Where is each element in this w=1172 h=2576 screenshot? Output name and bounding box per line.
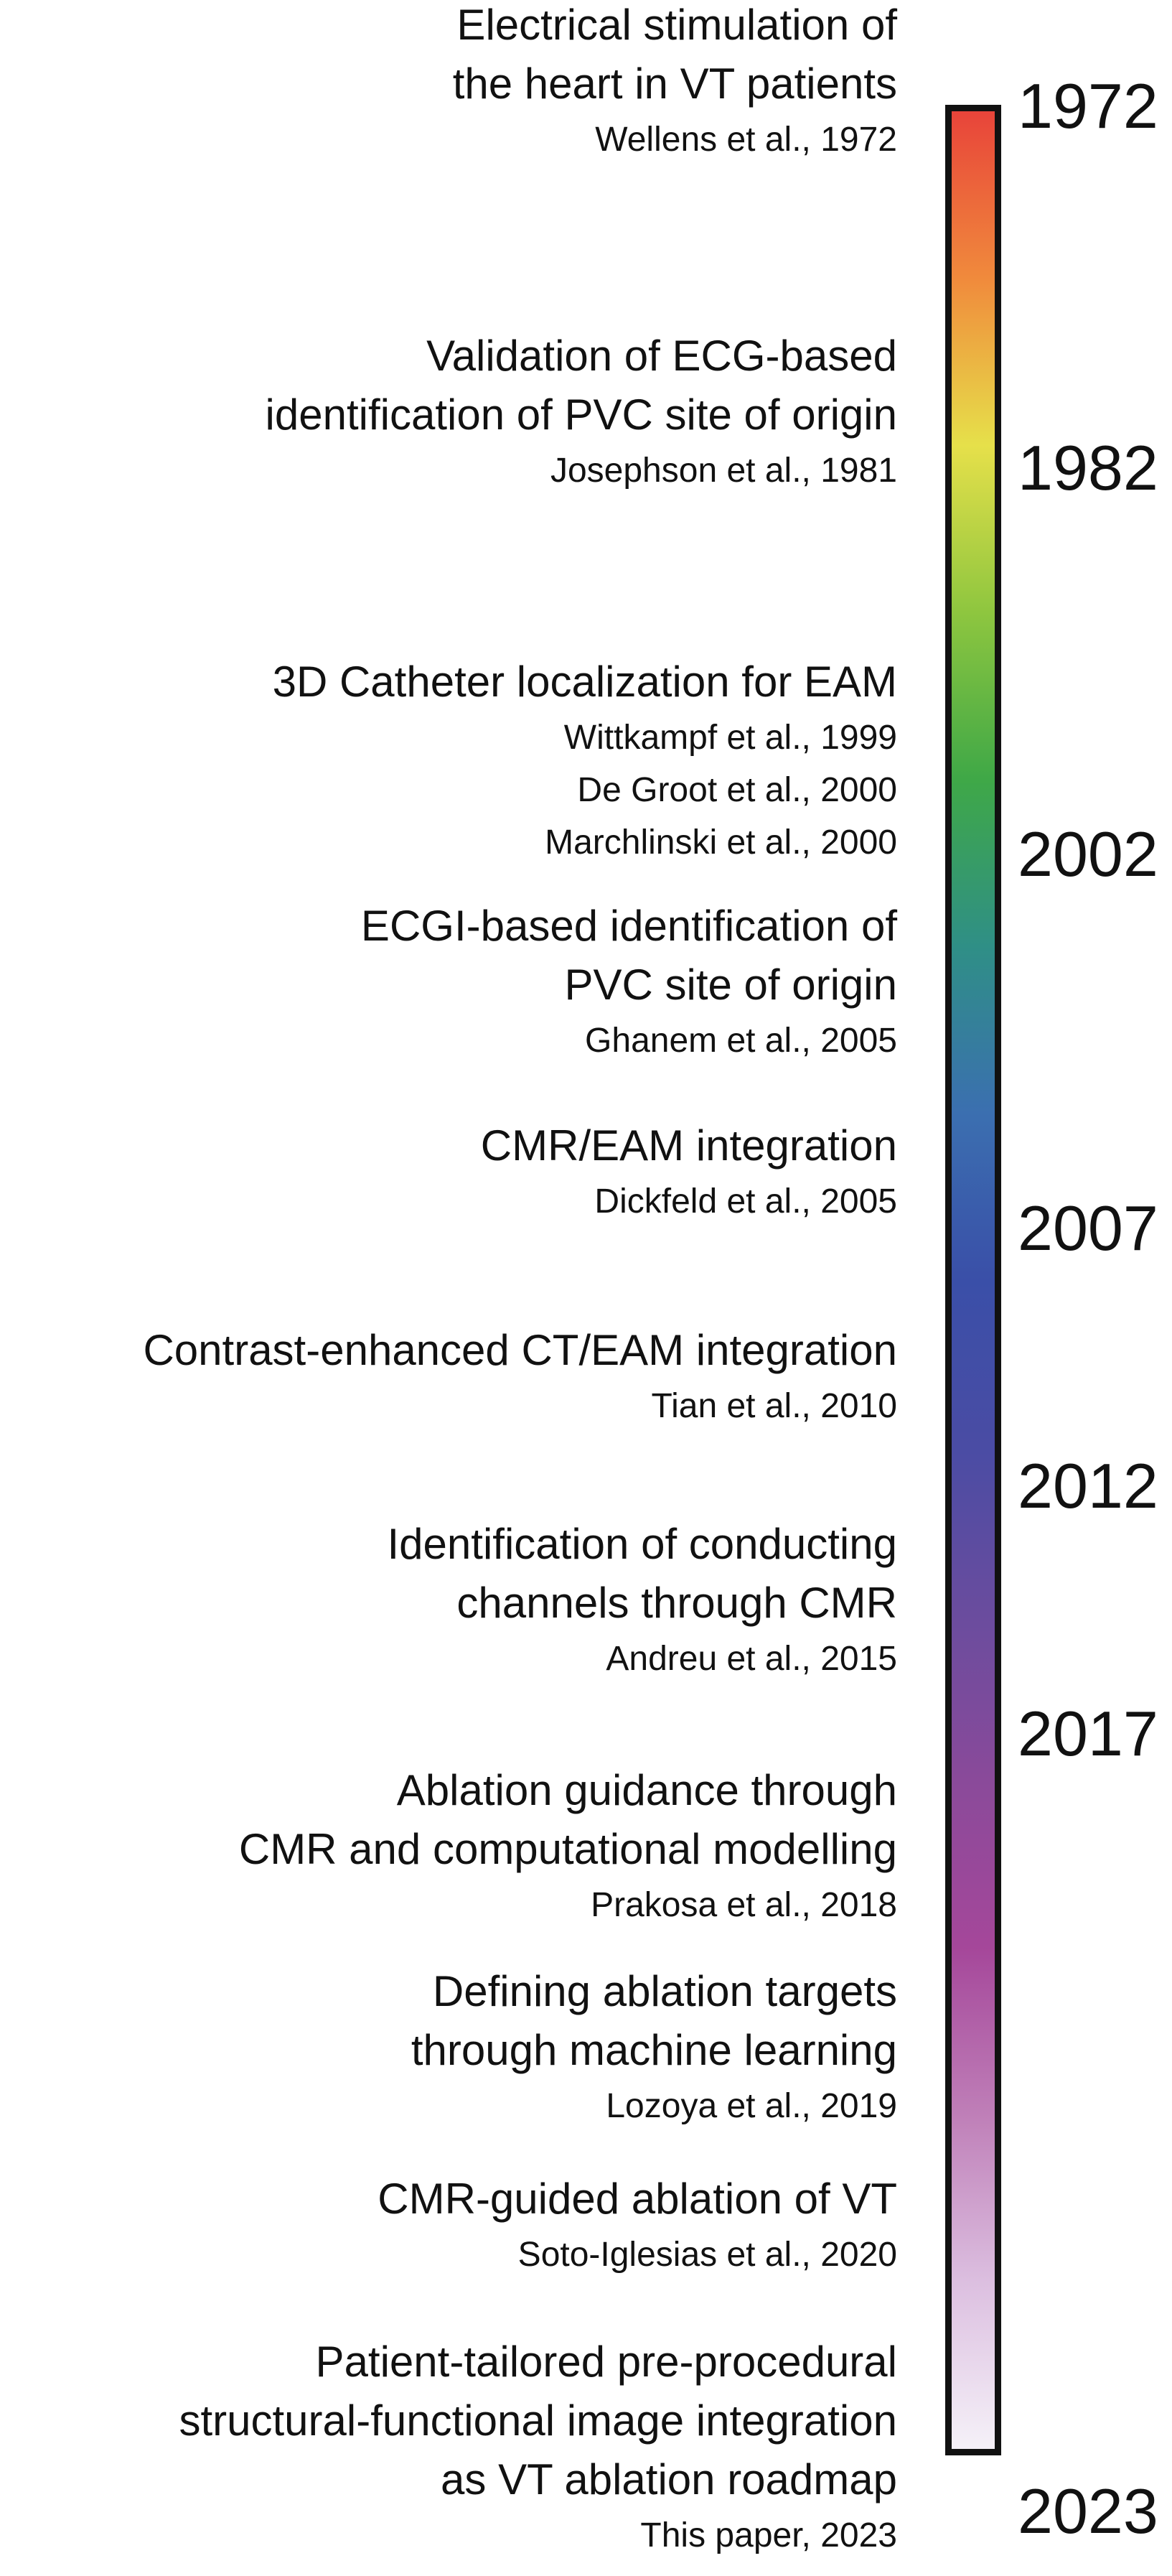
event-title-line: Identification of conducting xyxy=(387,1520,897,1568)
event-citation: De Groot et al., 2000 xyxy=(577,771,897,809)
year-label-2007: 2007 xyxy=(1018,1193,1158,1264)
event-title-line: ECGI-based identification of xyxy=(360,902,897,950)
event-title-line: Ablation guidance through xyxy=(396,1766,897,1814)
event-title-line: Defining ablation targets xyxy=(432,1967,897,2015)
year-label-2023: 2023 xyxy=(1018,2475,1158,2547)
year-label-2017: 2017 xyxy=(1018,1698,1158,1769)
event-title-line: structural-functional image integration xyxy=(179,2397,897,2445)
event-citation: Soto-Iglesias et al., 2020 xyxy=(517,2236,897,2274)
event-title-line: as VT ablation roadmap xyxy=(441,2455,897,2503)
event-1: Electrical stimulation of the heart in V… xyxy=(0,0,897,166)
event-citation: Andreu et al., 2015 xyxy=(606,1640,897,1678)
event-citation: Josephson et al., 1981 xyxy=(550,452,897,490)
event-citation: Wittkampf et al., 1999 xyxy=(563,719,897,757)
year-label-1982: 1982 xyxy=(1018,432,1158,503)
event-title-line: Electrical stimulation of xyxy=(456,1,897,49)
event-title-line: CMR/EAM integration xyxy=(480,1121,897,1170)
event-4: ECGI-based identification of PVC site of… xyxy=(0,897,897,1067)
year-label-2002: 2002 xyxy=(1018,818,1158,890)
event-3: 3D Catheter localization for EAM Wittkam… xyxy=(0,653,897,869)
event-title-line: the heart in VT patients xyxy=(452,60,897,108)
event-citation: Tian et al., 2010 xyxy=(651,1387,897,1425)
event-citation: Lozoya et al., 2019 xyxy=(606,2087,897,2125)
event-title-line: Contrast-enhanced CT/EAM integration xyxy=(143,1326,897,1374)
year-labels: 1972 1982 2002 2007 2012 2017 2023 xyxy=(1018,0,1168,2576)
event-citation: Ghanem et al., 2005 xyxy=(585,1022,897,1060)
event-title-line: 3D Catheter localization for EAM xyxy=(272,658,897,706)
event-title-line: identification of PVC site of origin xyxy=(265,391,897,439)
event-10: CMR-guided ablation of VT Soto-Iglesias … xyxy=(0,2170,897,2281)
event-9: Defining ablation targets through machin… xyxy=(0,1962,897,2132)
year-label-1972: 1972 xyxy=(1018,70,1158,141)
event-2: Validation of ECG-based identification o… xyxy=(0,327,897,497)
event-title-line: through machine learning xyxy=(411,2026,897,2074)
event-citation: Marchlinski et al., 2000 xyxy=(545,823,897,862)
event-title-line: CMR-guided ablation of VT xyxy=(378,2175,897,2223)
event-11: Patient-tailored pre-procedural structur… xyxy=(0,2333,897,2562)
event-title-line: Patient-tailored pre-procedural xyxy=(315,2338,897,2386)
event-title-line: channels through CMR xyxy=(456,1579,897,1627)
event-citation: This paper, 2023 xyxy=(640,2516,897,2554)
event-title-line: PVC site of origin xyxy=(564,961,897,1009)
event-title-line: CMR and computational modelling xyxy=(238,1825,897,1873)
event-citation: Prakosa et al., 2018 xyxy=(591,1886,897,1924)
event-5: CMR/EAM integration Dickfeld et al., 200… xyxy=(0,1116,897,1228)
event-citation: Wellens et al., 1972 xyxy=(595,121,897,159)
year-label-2012: 2012 xyxy=(1018,1450,1158,1521)
event-6: Contrast-enhanced CT/EAM integration Tia… xyxy=(0,1321,897,1432)
event-title-line: Validation of ECG-based xyxy=(426,332,897,380)
event-list: Electrical stimulation of the heart in V… xyxy=(0,0,897,2562)
event-8: Ablation guidance through CMR and comput… xyxy=(0,1761,897,1931)
event-citation: Dickfeld et al., 2005 xyxy=(594,1182,897,1221)
timeline-color-bar xyxy=(945,105,1001,2455)
event-7: Identification of conducting channels th… xyxy=(0,1515,897,1685)
